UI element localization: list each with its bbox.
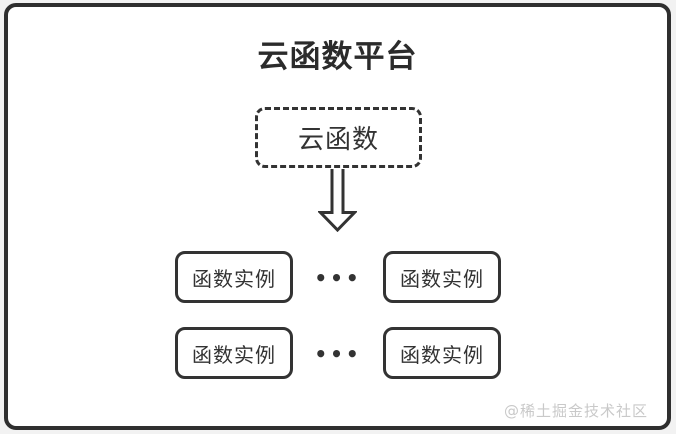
cloud-function-node: 云函数 bbox=[255, 107, 422, 168]
function-instance-node: 函数实例 bbox=[175, 327, 293, 379]
diagram-canvas: 云函数平台 云函数 函数实例 ••• 函数实例 函数实例 ••• 函数实例 @稀… bbox=[4, 3, 671, 430]
function-instance-node: 函数实例 bbox=[175, 251, 293, 303]
ellipsis-dots: ••• bbox=[314, 266, 362, 290]
instance-row: 函数实例 ••• 函数实例 bbox=[175, 251, 501, 303]
cloud-function-label: 云函数 bbox=[297, 125, 379, 155]
ellipsis-dots: ••• bbox=[314, 342, 362, 366]
watermark: @稀土掘金技术社区 bbox=[503, 402, 648, 420]
function-instance-node: 函数实例 bbox=[382, 251, 501, 303]
down-arrow-icon bbox=[318, 169, 357, 232]
instance-row: 函数实例 ••• 函数实例 bbox=[175, 327, 501, 379]
diagram-title: 云函数平台 bbox=[257, 39, 418, 75]
function-instance-node: 函数实例 bbox=[382, 327, 501, 379]
